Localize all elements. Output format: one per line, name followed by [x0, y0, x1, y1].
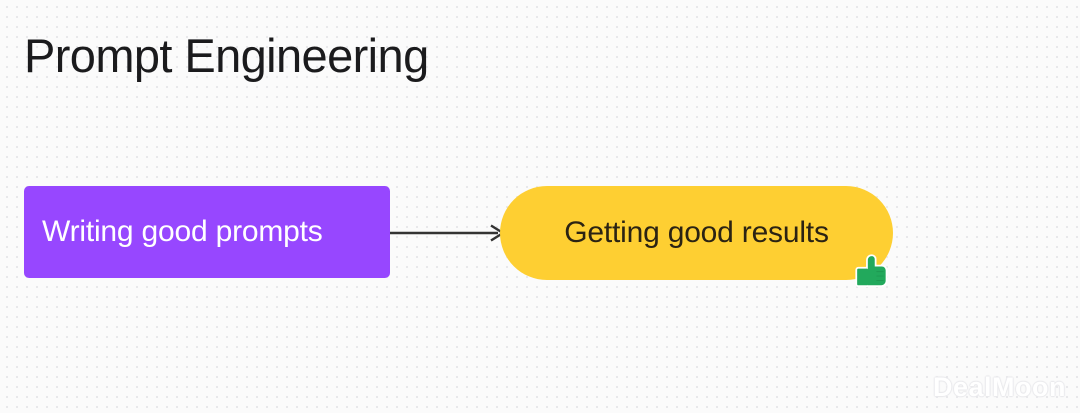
diagram-node-label: Getting good results — [564, 216, 829, 249]
connector-arrow-icon[interactable] — [388, 214, 508, 252]
diagram-node-label: Writing good prompts — [42, 215, 323, 248]
watermark: DealMoon — [932, 372, 1066, 402]
diagram-node-writing-good-prompts[interactable]: Writing good prompts — [24, 186, 390, 278]
thumbs-up-icon — [855, 254, 888, 288]
diagram-node-getting-good-results[interactable]: Getting good results — [500, 186, 893, 280]
page-title: Prompt Engineering — [24, 29, 429, 82]
